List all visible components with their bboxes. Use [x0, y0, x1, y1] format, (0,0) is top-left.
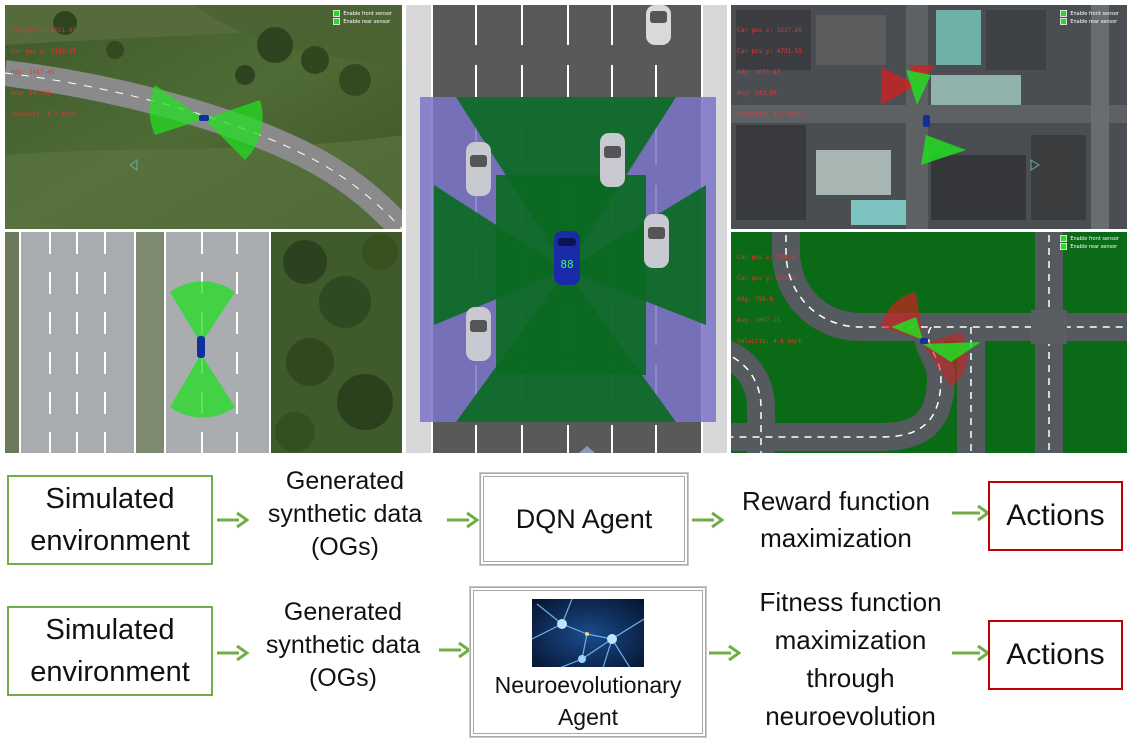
- highway-scene: [5, 232, 402, 453]
- front-sensor-cone: [923, 342, 981, 362]
- agent-label: Neuroevolutionary Agent: [494, 672, 682, 730]
- hud-line: Ang: 147.50: [11, 90, 51, 97]
- front-sensor-toggle[interactable]: Enable front sensor: [1060, 235, 1119, 243]
- ego-car: [197, 336, 205, 358]
- ego-car: [923, 115, 930, 127]
- track-hud: Car pos x: 798.6 Car pos y: 432.85 Hdg: …: [737, 240, 802, 359]
- dqn-actions-box: Actions: [988, 481, 1123, 551]
- rear-sensor-cone: [881, 67, 917, 105]
- arrow-icon: [217, 644, 249, 662]
- dqn-agent-box: DQN Agent: [480, 473, 688, 565]
- checkbox-icon: [1060, 18, 1068, 25]
- hud-line: Car pos y: 2163.55: [11, 48, 77, 55]
- checkbox-icon: [1060, 10, 1068, 17]
- sensor-legend: Enable front sensor Enable rear sensor: [333, 10, 392, 26]
- city-scene: [731, 5, 1127, 229]
- neuro-objective-label: Fitness function maximization through ne…: [759, 587, 942, 731]
- checkbox-icon: [333, 10, 341, 17]
- neuro-data-label: Generated synthetic data (OGs): [265, 598, 421, 692]
- front-sensor-cone: [921, 135, 966, 165]
- env-label: Simulated environment: [30, 483, 190, 557]
- actions-label: Actions: [1006, 638, 1105, 671]
- hud-line: Hdg: 1047.45: [11, 69, 55, 76]
- dqn-env-box: Simulated environment: [7, 475, 213, 565]
- rural-hud: Car pos x: 1021.45 Car pos y: 2163.55 Hd…: [11, 13, 76, 132]
- rear-sensor-cone: [149, 85, 204, 135]
- sensor-legend: Enable front sensor Enable rear sensor: [1060, 10, 1119, 26]
- track-scene: [731, 232, 1127, 453]
- city-hud: Car pos x: 3217.60 Car pos y: 4731.55 Hd…: [737, 13, 802, 132]
- agent-label: DQN Agent: [515, 503, 653, 534]
- city-satellite-panel: Car pos x: 3217.60 Car pos y: 4731.55 Hd…: [731, 5, 1127, 229]
- neuro-agent-box: Neuroevolutionary Agent: [470, 587, 706, 737]
- dqn-objective-label: Reward function maximization: [742, 486, 930, 553]
- arrow-icon: [952, 504, 990, 522]
- checkbox-icon: [1060, 235, 1068, 242]
- legend-label: Enable front sensor: [1070, 11, 1119, 17]
- legend-label: Enable front sensor: [1070, 236, 1119, 242]
- actions-label: Actions: [1006, 499, 1105, 532]
- arrow-icon: [692, 511, 724, 529]
- hud-line: Car pos x: 798.6: [737, 254, 795, 261]
- legend-label: Enable rear sensor: [343, 19, 391, 25]
- front-sensor-toggle[interactable]: Enable front sensor: [333, 10, 392, 18]
- traffic-car: [600, 133, 625, 187]
- dqn-data-label: Generated synthetic data (OGs): [267, 467, 423, 561]
- traffic-car: [466, 142, 491, 196]
- neuron-image: [532, 599, 644, 667]
- ego-car: [199, 115, 209, 121]
- traffic-car: [644, 214, 669, 268]
- highway-satellite-panel: [5, 232, 402, 453]
- hud-line: Ang: 1067.15: [737, 317, 781, 324]
- hud-line: Velocity: 4.7 km/h: [11, 111, 77, 118]
- hud-line: Velocity: 4.6 km/h: [737, 338, 803, 345]
- highway-occupancy-panel: 88: [406, 5, 727, 453]
- traffic-car: [466, 307, 491, 361]
- front-sensor-cone: [170, 281, 235, 344]
- hud-line: Hdg: 798.6: [737, 296, 774, 303]
- front-sensor-cone: [204, 100, 263, 160]
- hud-line: Velocity: 4.7 km/h: [737, 111, 803, 118]
- rural-road-scene: [5, 5, 402, 229]
- neuro-env-box: Simulated environment: [7, 606, 213, 696]
- ego-car: 88: [554, 231, 580, 285]
- front-sensor-toggle[interactable]: Enable front sensor: [1060, 10, 1119, 18]
- neuro-actions-box: Actions: [988, 620, 1123, 690]
- checkbox-icon: [333, 18, 341, 25]
- rear-sensor-toggle[interactable]: Enable rear sensor: [1060, 18, 1119, 26]
- arrow-icon: [439, 641, 471, 659]
- traffic-car: [646, 5, 671, 45]
- hud-line: Hdg: 2071.47: [737, 69, 781, 76]
- occupancy-grid-scene: 88: [406, 5, 727, 453]
- env-label: Simulated environment: [30, 614, 190, 688]
- rear-sensor-toggle[interactable]: Enable rear sensor: [1060, 243, 1119, 251]
- arrow-icon: [709, 644, 741, 662]
- rural-road-panel: Car pos x: 1021.45 Car pos y: 2163.55 Hd…: [5, 5, 402, 229]
- hud-line: Car pos x: 3217.60: [737, 27, 803, 34]
- hud-line: Car pos y: 432.85: [737, 275, 799, 282]
- hud-line: Car pos y: 4731.55: [737, 48, 803, 55]
- legend-label: Enable rear sensor: [1070, 19, 1118, 25]
- arrow-icon: [217, 511, 249, 529]
- hud-line: Car pos x: 1021.45: [11, 27, 77, 34]
- ego-car: [920, 338, 928, 344]
- rear-sensor-toggle[interactable]: Enable rear sensor: [333, 18, 392, 26]
- arrow-icon: [447, 511, 479, 529]
- sensor-legend: Enable front sensor Enable rear sensor: [1060, 235, 1119, 251]
- synthetic-track-panel: Car pos x: 798.6 Car pos y: 432.85 Hdg: …: [731, 232, 1127, 453]
- track-road: [772, 232, 1127, 341]
- checkbox-icon: [1060, 243, 1068, 250]
- arrow-icon: [952, 644, 990, 662]
- rear-sensor-cone: [170, 354, 235, 418]
- legend-label: Enable front sensor: [343, 11, 392, 17]
- ego-car-display: 88: [560, 258, 573, 271]
- hud-line: Ang: 143.50: [737, 90, 777, 97]
- legend-label: Enable rear sensor: [1070, 244, 1118, 250]
